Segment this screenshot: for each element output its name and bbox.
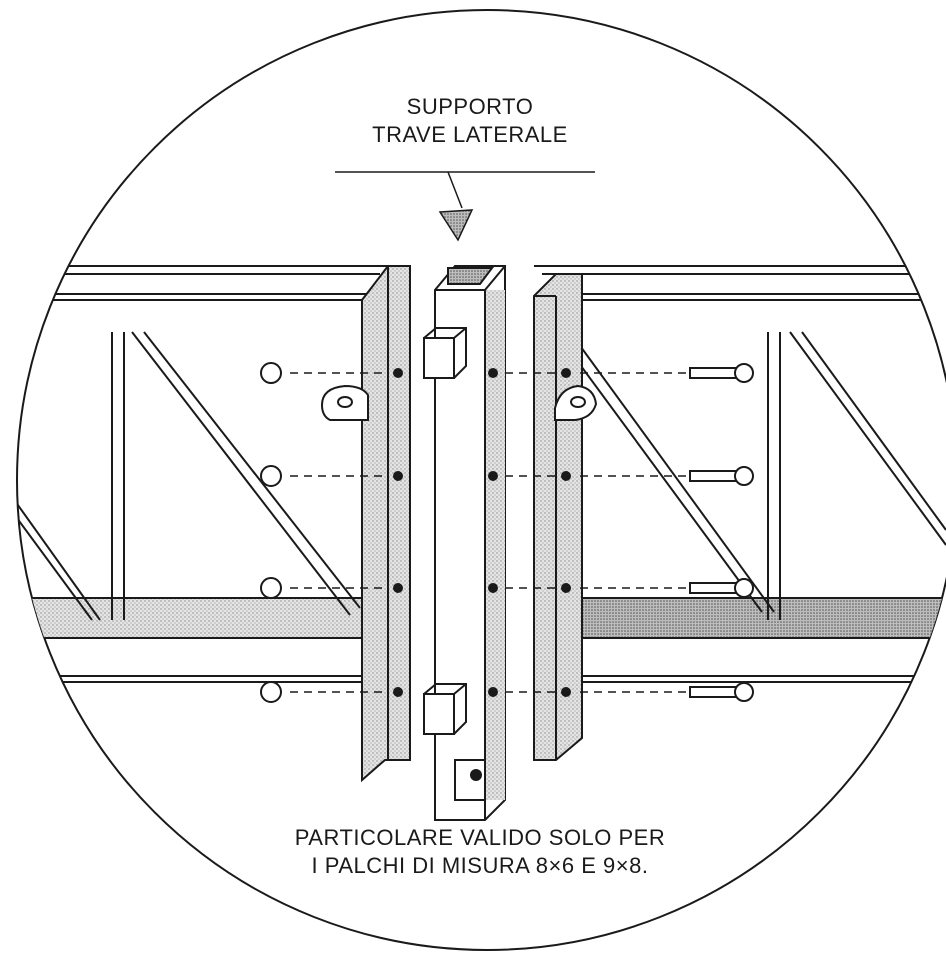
bolt-alignment-lines [290, 372, 690, 693]
title-line-2: TRAVE LATERALE [372, 122, 568, 147]
note-line-1: PARTICOLARE VALIDO SOLO PER [294, 825, 666, 850]
lateral-beam-support [423, 265, 506, 821]
leader-line [447, 171, 463, 209]
note-line-2: I PALCHI DI MISURA 8×6 E 9×8. [311, 853, 649, 878]
right-lug [554, 384, 598, 421]
left-lug [320, 384, 369, 421]
nuts [260, 362, 282, 703]
detail-circle [16, 9, 946, 951]
bolt-holes [393, 368, 571, 697]
left-truss [17, 265, 411, 783]
bolts [689, 363, 754, 702]
title-line-1: SUPPORTO [406, 94, 534, 119]
arrow-marker [438, 209, 474, 242]
